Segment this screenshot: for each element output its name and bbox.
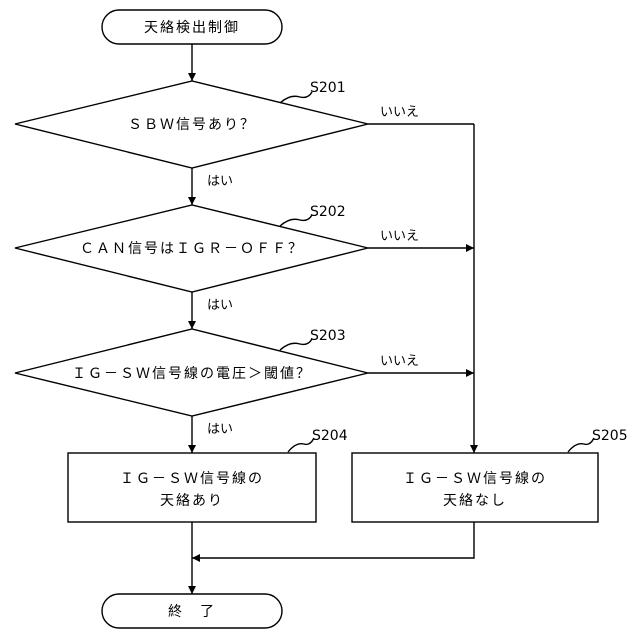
s204-step-label: S204 xyxy=(312,428,348,444)
s204-leader xyxy=(288,438,314,452)
s203-leader xyxy=(280,339,312,350)
process-s205-line2: 天絡なし xyxy=(443,493,507,509)
process-s205 xyxy=(352,453,598,522)
s202-yes-label: はい xyxy=(207,298,233,313)
s202-no-label: いいえ xyxy=(380,229,419,244)
s203-no-label: いいえ xyxy=(380,354,419,369)
s203-step-label: S203 xyxy=(310,328,346,344)
decision-s201-question: ＳＢＷ信号あり？ xyxy=(128,117,256,133)
process-s204-line2: 天絡あり xyxy=(160,493,224,509)
s201-leader xyxy=(280,92,312,103)
decision-s202-question: ＣＡＮ信号はＩＧＲ－ＯＦＦ？ xyxy=(80,241,304,257)
process-s204-line1: ＩＧ－ＳＷ信号線の xyxy=(120,471,264,487)
s202-step-label: S202 xyxy=(310,204,346,220)
end-label: 終 了 xyxy=(168,604,216,620)
s205-step-label: S205 xyxy=(592,428,628,444)
s203-yes-label: はい xyxy=(207,422,233,437)
process-s204 xyxy=(68,453,316,522)
s201-no-label: いいえ xyxy=(380,105,419,120)
s205-leader xyxy=(568,438,594,452)
s201-step-label: S201 xyxy=(310,80,346,96)
s201-yes-label: はい xyxy=(207,174,233,189)
process-s205-line1: ＩＧ－ＳＷ信号線の xyxy=(403,471,547,487)
start-label: 天絡検出制御 xyxy=(144,20,240,36)
arrow-s205-merge xyxy=(192,522,474,558)
s202-leader xyxy=(280,215,312,226)
decision-s203-question: ＩＧ－ＳＷ信号線の電圧＞閾値？ xyxy=(72,366,312,382)
